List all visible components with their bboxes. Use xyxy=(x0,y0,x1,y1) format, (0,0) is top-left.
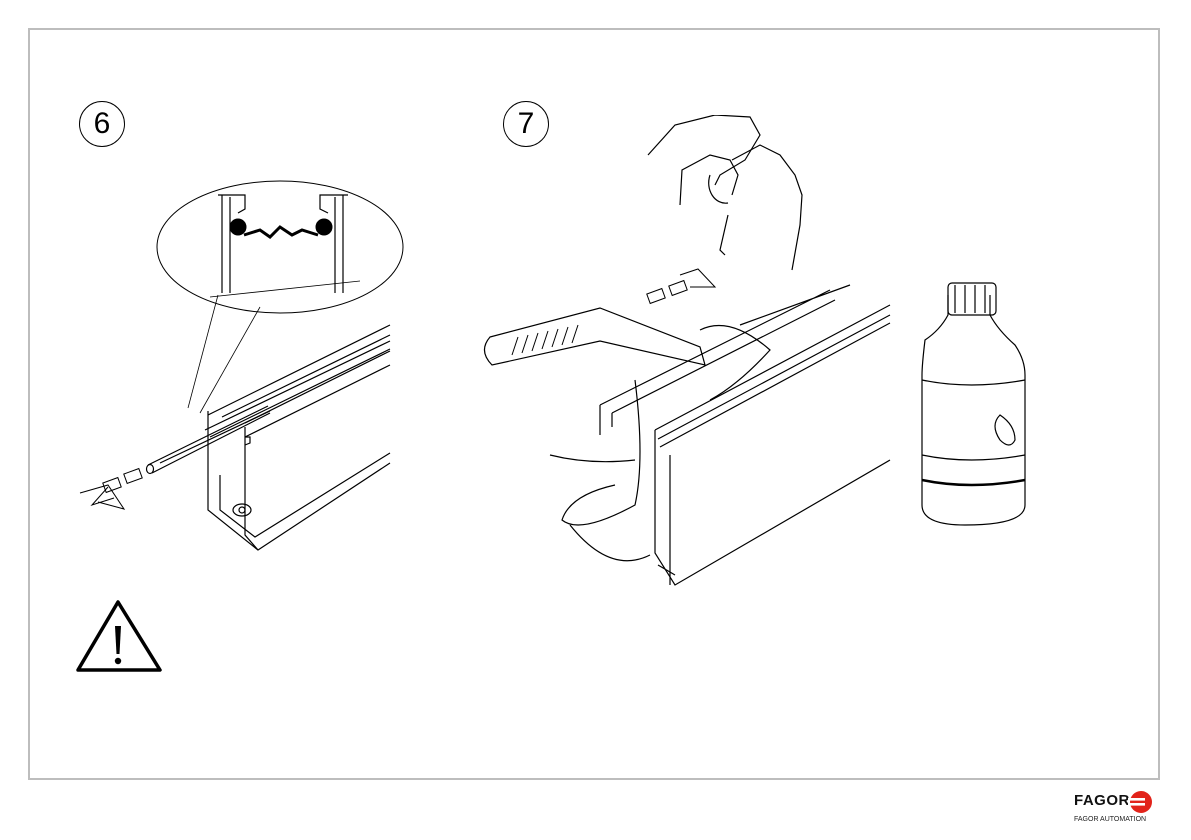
solvent-bottle xyxy=(922,283,1025,525)
wipe-direction-arrow xyxy=(647,269,715,303)
brand-name: FAGOR xyxy=(1074,792,1130,809)
profile-cross-section xyxy=(210,195,360,297)
scale-profile xyxy=(205,325,390,550)
cleaning-illustration xyxy=(470,115,1040,595)
detail-callout-bubble xyxy=(157,181,403,313)
step-number-6: 6 xyxy=(79,101,125,147)
brand-logo: FAGOR FAGOR AUTOMATION xyxy=(1074,790,1164,830)
hand-with-cloth xyxy=(648,115,802,270)
warning-triangle-icon xyxy=(74,598,164,674)
cleaning-cloth xyxy=(550,326,770,561)
pull-direction-arrow xyxy=(80,469,142,509)
brand-subtitle: FAGOR AUTOMATION xyxy=(1074,816,1146,823)
seal-removal-illustration xyxy=(70,175,420,555)
brand-mark-icon xyxy=(1128,790,1154,814)
cleaning-tool xyxy=(484,308,705,365)
